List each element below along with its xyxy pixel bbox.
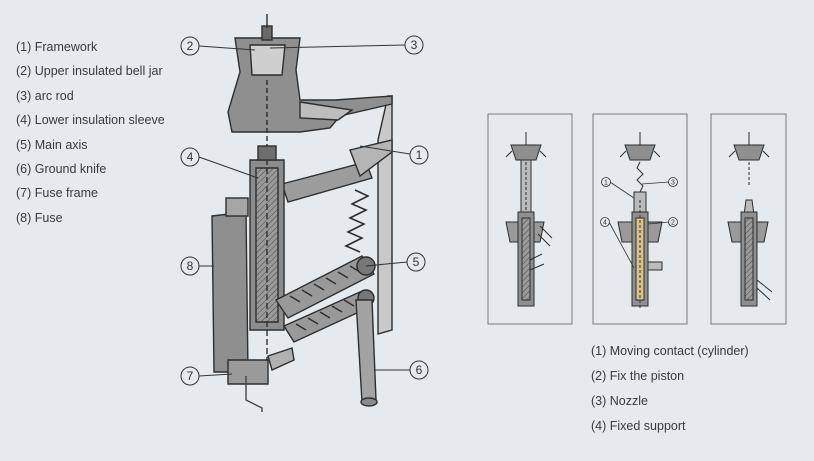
stage-callout-label-4: 4 [603, 220, 607, 227]
legend-item: (3) Nozzle [591, 394, 648, 408]
main-axis-arm [274, 255, 376, 319]
stage-callout-2 [668, 217, 678, 227]
legend-item: (6) Ground knife [16, 162, 107, 177]
stage-2-diagram [617, 132, 663, 310]
stage-panels [487, 113, 787, 325]
callout-3 [404, 35, 424, 55]
stage-callout-1 [601, 177, 611, 187]
stage-3-diagram [727, 132, 773, 307]
stage-callout-label-3: 3 [671, 180, 675, 187]
fuse [211, 211, 249, 373]
legend-item: (1) Moving contact (cylinder) [591, 344, 749, 358]
legend-item: (7) Fuse frame [16, 186, 98, 201]
process-legend: (1) Moving contact (cylinder) (2) Fix th… [591, 339, 749, 439]
stage-callout-4 [600, 217, 610, 227]
callout-4 [180, 147, 200, 167]
stage-callout-label-1: 1 [604, 180, 608, 187]
stage-panel-2 [592, 113, 688, 325]
legend-item: (3) arc rod [16, 88, 74, 103]
callout-1 [409, 145, 429, 165]
callout-5 [406, 252, 426, 272]
callout-2 [180, 36, 200, 56]
stage-panel-1 [487, 113, 573, 325]
legend-item: (8) Fuse [16, 210, 63, 225]
callout-label-2: 2 [187, 39, 194, 53]
callout-label-6: 6 [416, 363, 423, 377]
legend-item: (2) Fix the piston [591, 369, 685, 383]
callout-7 [180, 366, 200, 386]
callouts [180, 35, 429, 386]
callout-label-1: 1 [416, 148, 423, 162]
callout-label-8: 8 [187, 259, 194, 273]
callout-8 [180, 256, 200, 276]
stage-callout-label-2: 2 [671, 220, 675, 227]
legend-item: (5) Main axis [16, 137, 88, 152]
legend-item: (4) Fixed support [591, 419, 686, 433]
callout-label-7: 7 [187, 369, 194, 383]
legend-item: (2) Upper insulated bell jar [16, 64, 163, 79]
callout-label-3: 3 [411, 38, 418, 52]
switch-assembly [211, 14, 393, 412]
stage-1-diagram [505, 132, 553, 307]
ground-knife [355, 299, 377, 403]
callout-6 [409, 360, 429, 380]
legend-item: (4) Lower insulation sleeve [16, 113, 165, 128]
stage-callout-3 [668, 177, 678, 187]
callout-label-4: 4 [187, 150, 194, 164]
callout-label-5: 5 [413, 255, 420, 269]
framework [377, 95, 393, 335]
stage-panel-3 [710, 113, 787, 325]
fuse-frame [227, 359, 269, 385]
stage-2-callouts [600, 177, 678, 269]
component-legend: (1) Framework (2) Upper insulated bell j… [16, 35, 165, 230]
legend-item: (1) Framework [16, 40, 98, 54]
